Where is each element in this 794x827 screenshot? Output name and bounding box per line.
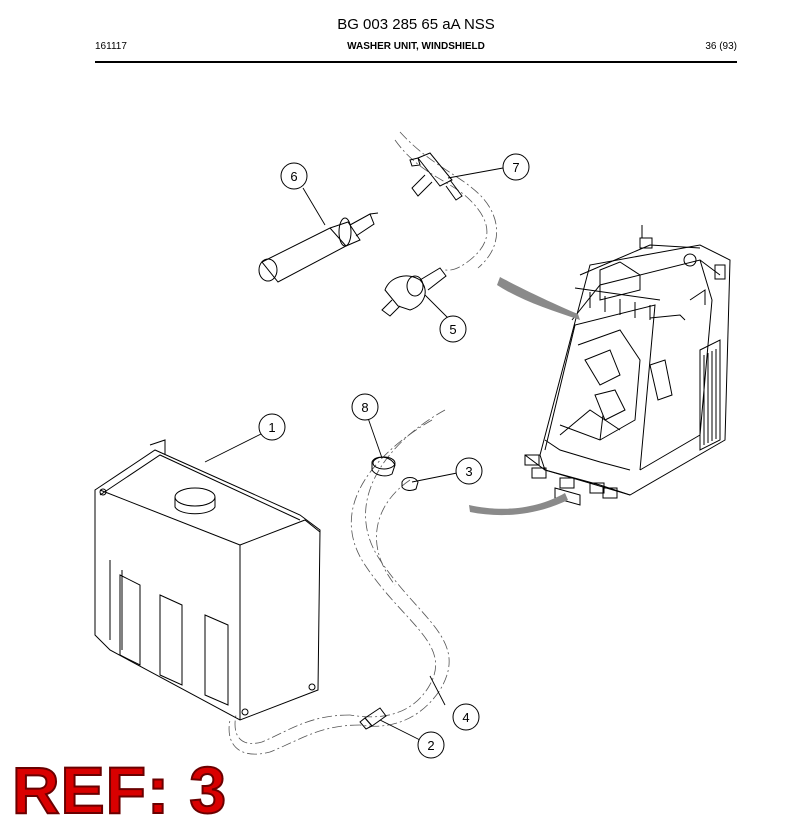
date-code: 161117 <box>95 41 127 52</box>
callout-label: 8 <box>361 400 368 415</box>
callout-6: 6 <box>280 162 308 190</box>
page-number: 36 (93) <box>705 41 737 52</box>
callout-label: 7 <box>512 160 519 175</box>
grommet-and-plug <box>371 456 419 491</box>
callout-4: 4 <box>452 703 480 731</box>
callout-1: 1 <box>258 413 286 441</box>
page-title: WASHER UNIT, WINDSHIELD <box>347 41 485 52</box>
callout-3: 3 <box>455 457 483 485</box>
header-divider <box>95 61 737 63</box>
callout-8: 8 <box>351 393 379 421</box>
callout-label: 6 <box>290 169 297 184</box>
washer-pump <box>258 212 379 283</box>
washer-nozzle <box>359 707 387 730</box>
hose-lines <box>228 131 498 755</box>
page-header: 161117 WASHER UNIT, WINDSHIELD 36 (93) <box>95 41 737 55</box>
washer-tank <box>94 439 321 721</box>
callout-label: 2 <box>427 738 434 753</box>
callout-2: 2 <box>417 731 445 759</box>
cab-illustration <box>524 225 731 506</box>
check-valve <box>381 267 447 317</box>
t-connector <box>409 152 463 201</box>
callout-label: 1 <box>268 420 275 435</box>
callout-label: 4 <box>462 710 469 725</box>
callout-label: 3 <box>465 464 472 479</box>
leader-lines <box>204 167 643 741</box>
callout-label: 5 <box>449 322 456 337</box>
location-arrows <box>469 277 580 516</box>
callout-5: 5 <box>439 315 467 343</box>
callout-7: 7 <box>502 153 530 181</box>
document-number: BG 003 285 65 aA NSS <box>337 16 495 33</box>
ref-stamp: REF: 3 <box>11 753 228 827</box>
